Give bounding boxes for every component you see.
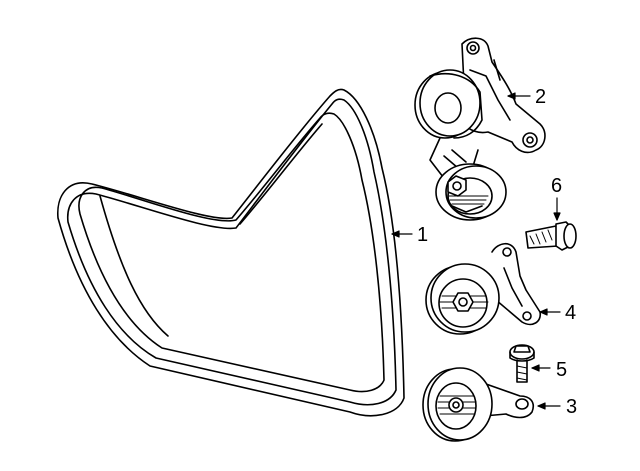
callout-4: 4 — [565, 302, 576, 324]
serpentine-belt — [57, 88, 405, 417]
bolt-6 — [525, 221, 577, 251]
idler-pulley-with-bracket — [425, 242, 542, 335]
tensioner-assembly — [414, 37, 546, 221]
callout-1: 1 — [417, 224, 428, 246]
callout-5: 5 — [556, 359, 567, 381]
callout-3: 3 — [566, 396, 577, 418]
callout-labels: 1 2 3 4 5 6 — [417, 86, 577, 418]
callout-6: 6 — [551, 175, 562, 197]
bolt-5 — [509, 344, 535, 383]
callout-leaders — [391, 92, 561, 410]
idler-pulley-lower — [422, 367, 535, 442]
callout-2: 2 — [535, 86, 546, 108]
